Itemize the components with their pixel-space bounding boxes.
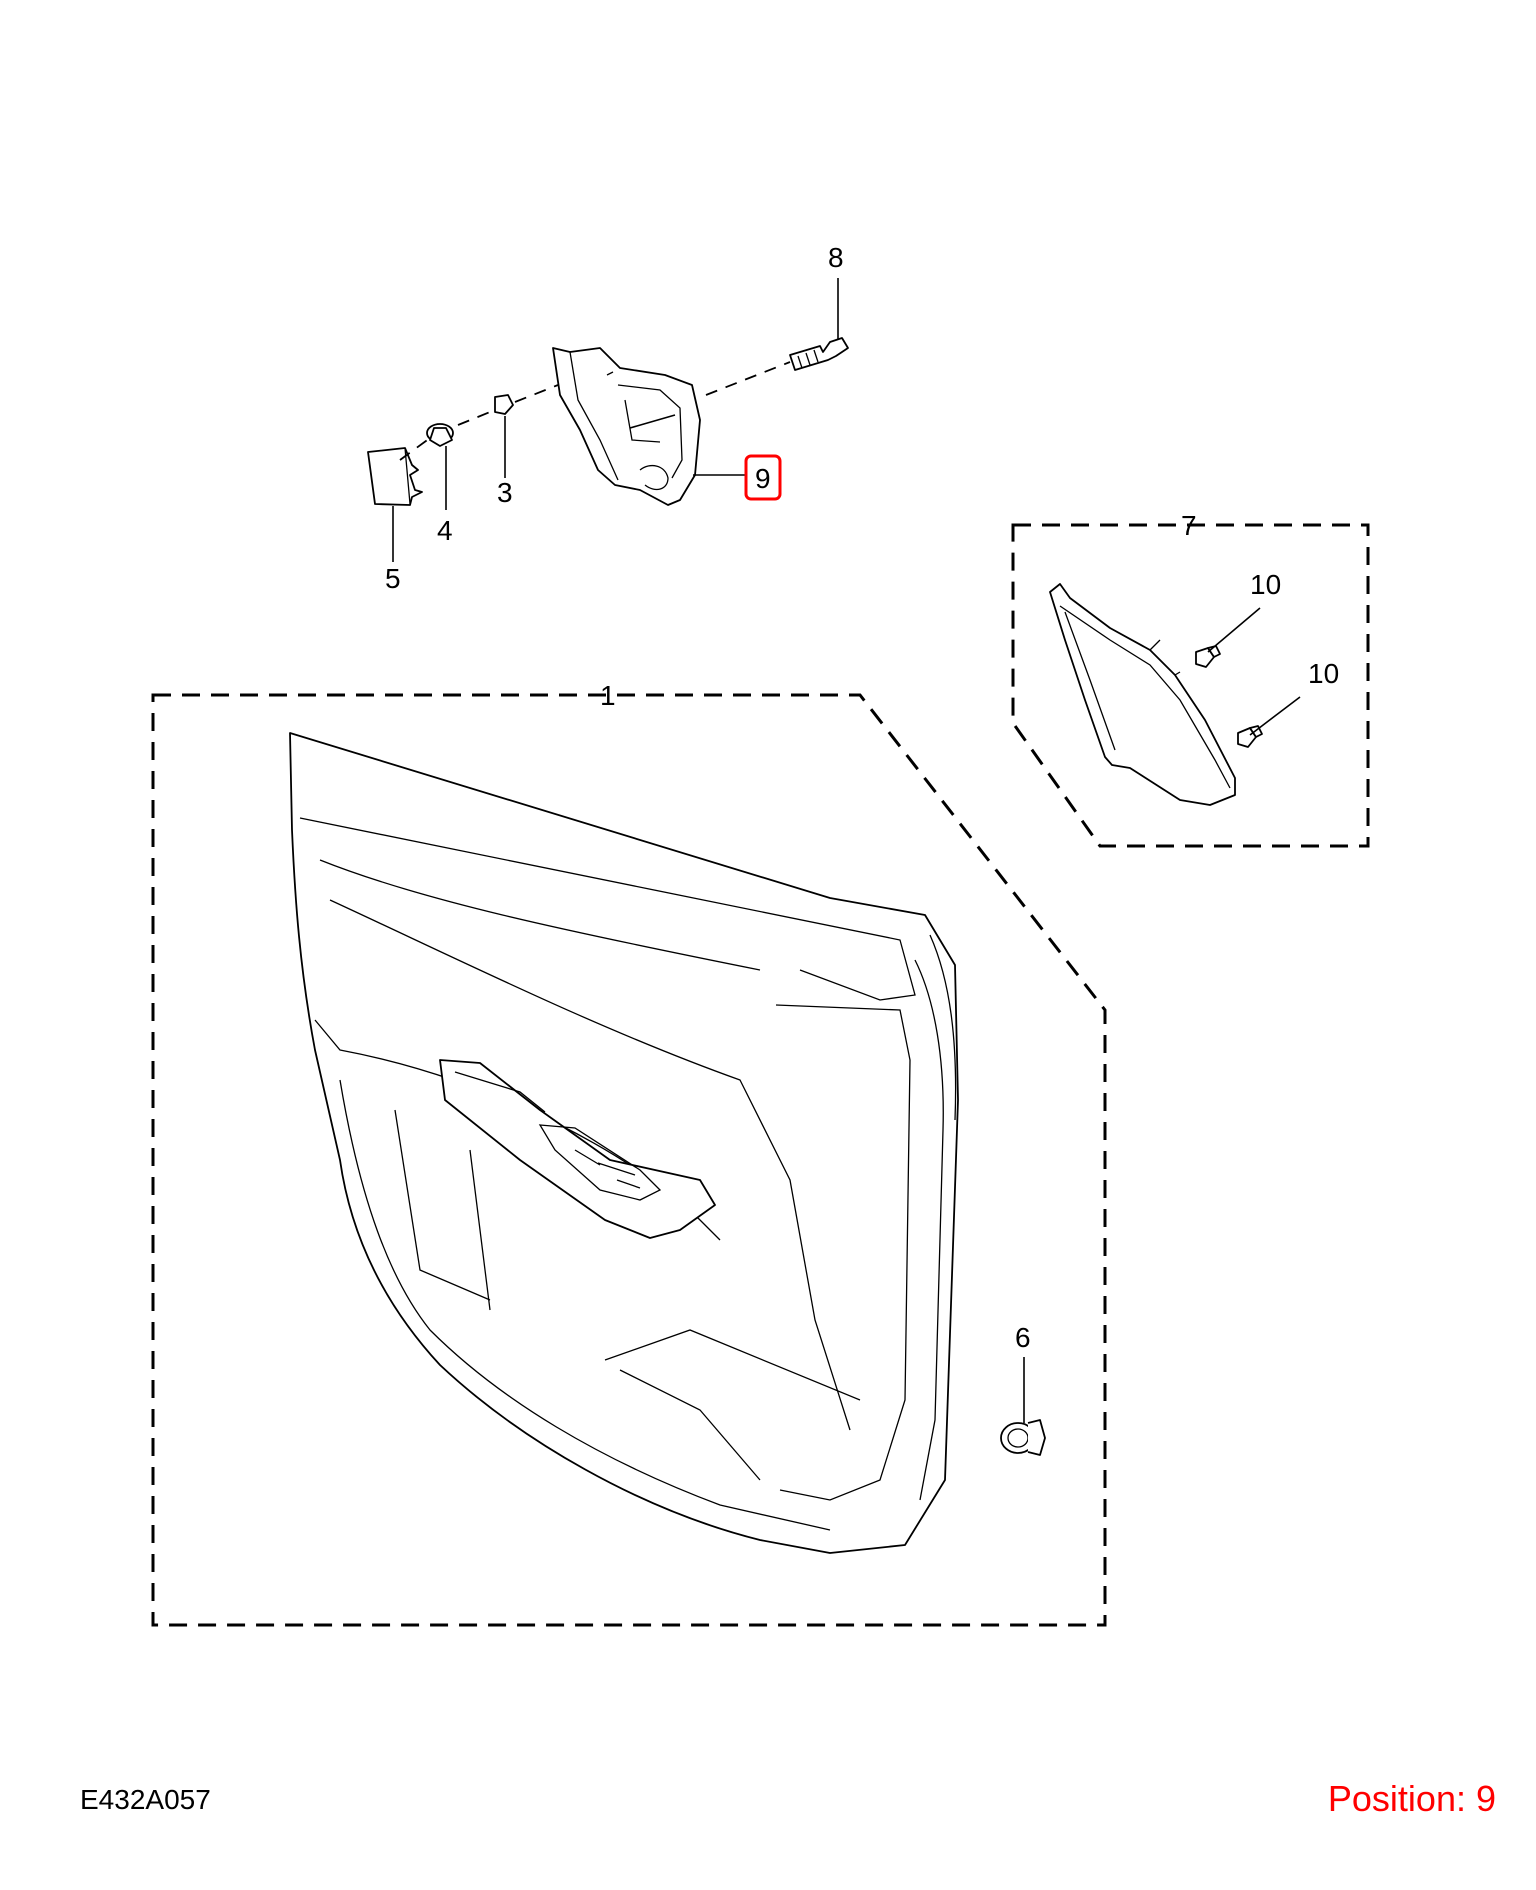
leader-lines xyxy=(392,278,1301,1423)
callout-10-upper: 10 xyxy=(1250,569,1281,600)
push-clip-part-6 xyxy=(1000,1419,1046,1456)
door-trim-panel xyxy=(289,732,959,1554)
callout-9: 9 xyxy=(755,463,771,494)
screw-part-10-lower xyxy=(1237,725,1263,748)
callout-3: 3 xyxy=(497,477,513,508)
callout-7: 7 xyxy=(1181,510,1197,541)
clip-part-4 xyxy=(399,423,454,461)
nut-part-3 xyxy=(457,384,559,426)
bracket-part-9 xyxy=(552,347,701,506)
drawing-code: E432A057 xyxy=(80,1784,211,1815)
screw-part-10-upper xyxy=(1195,645,1221,668)
bolt-part-8 xyxy=(705,337,849,396)
callout-5: 5 xyxy=(385,563,401,594)
group-box-1 xyxy=(151,693,1107,1627)
group-box-7 xyxy=(1011,523,1370,848)
position-label: Position: 9 xyxy=(1327,1778,1496,1819)
callout-6: 6 xyxy=(1015,1322,1031,1353)
callout-8: 8 xyxy=(828,242,844,273)
highlight-box-9 xyxy=(744,454,782,501)
cap-part-5 xyxy=(367,447,423,506)
callout-10-lower: 10 xyxy=(1308,658,1339,689)
mirror-trim-part-7 xyxy=(1049,583,1236,806)
callout-1: 1 xyxy=(600,680,616,711)
callout-4: 4 xyxy=(437,515,453,546)
